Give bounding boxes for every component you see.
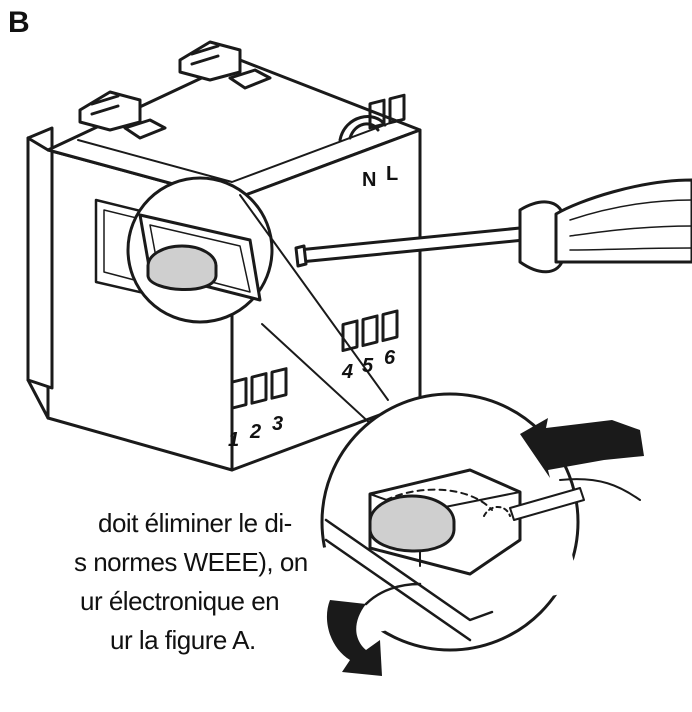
device-bezel — [26, 126, 54, 390]
terminal-label-1: 1 — [228, 429, 239, 451]
terminal-label-l: L — [386, 163, 398, 185]
screwdriver — [294, 178, 692, 274]
terminal-label-2: 2 — [249, 421, 261, 443]
lift-arrow — [326, 600, 382, 676]
caption-line: ur la figure A. — [110, 625, 256, 655]
figure-label: B — [8, 6, 30, 39]
push-arrow — [520, 418, 644, 478]
terminal-label-3: 3 — [272, 413, 283, 435]
terminal-label-5: 5 — [362, 355, 374, 377]
caption-line: ur électronique en — [80, 586, 280, 616]
caption-line: doit éliminer le di- — [98, 508, 292, 538]
caption-text: doit éliminer le di- s normes WEEE), on … — [0, 504, 308, 660]
terminal-label-4: 4 — [341, 361, 353, 383]
caption-line: s normes WEEE), on — [74, 547, 308, 577]
terminal-label-6: 6 — [384, 347, 396, 369]
terminal-label-n: N — [362, 169, 376, 191]
top-clip-right — [178, 40, 272, 90]
top-clip-left — [78, 90, 167, 140]
